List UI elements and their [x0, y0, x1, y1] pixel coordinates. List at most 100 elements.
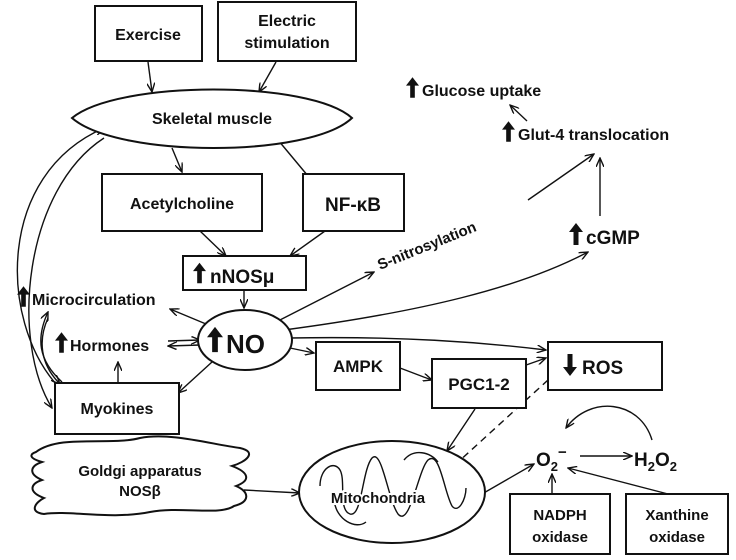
arrow-glut4-to-glucose — [510, 105, 528, 122]
skeletal-muscle-label: Skeletal muscle — [152, 111, 272, 128]
nnos-label: nNOSμ — [210, 267, 274, 288]
electric-stimulation-box — [217, 1, 357, 62]
arrow-s-nitrosylation-to-glut4 — [527, 154, 594, 201]
glucose-uptake-label: Glucose uptake — [422, 83, 541, 100]
microcirculation-label: Microcirculation — [32, 292, 156, 309]
ampk-label: AMPK — [333, 357, 384, 376]
node-h2o2: H2O2 — [634, 450, 677, 474]
node-ros: ROS — [547, 341, 663, 391]
arrow-golgi-to-mitochondria — [243, 490, 300, 493]
xanthine-oxidase-box — [625, 493, 729, 555]
h2o2-sub-2: 2 — [670, 459, 677, 474]
exercise-label: Exercise — [115, 27, 181, 44]
arrow-ampk-to-pgc — [399, 367, 432, 380]
arrow-h2o2-loop-to-o2 — [566, 405, 653, 441]
h2o2-o: O — [655, 450, 670, 471]
acetylcholine-label: Acetylcholine — [130, 196, 234, 213]
node-ampk: AMPK — [315, 341, 401, 391]
node-glut4: Glut-4 translocation — [502, 121, 669, 144]
node-electric-stimulation: Electric stimulation — [217, 1, 357, 62]
arrow-exercise-to-muscle — [148, 61, 152, 92]
node-xanthine-oxidase: Xanthine oxidase — [625, 493, 729, 555]
node-no: NO — [197, 309, 293, 371]
electric-label-line1: Electric — [258, 13, 316, 30]
arrow-myokines-to-microcirculation — [40, 312, 63, 383]
node-microcirculation: Microcirculation — [17, 286, 156, 309]
node-nnos: nNOSμ — [182, 255, 307, 291]
mitochondria-cristae — [319, 456, 467, 517]
dashed-ros-mitochondria — [455, 379, 549, 465]
acetylcholine-box — [101, 173, 263, 232]
arrow-muscle-to-myokines — [28, 137, 105, 408]
skeletal-muscle-shape — [70, 88, 354, 149]
xanthine-label-line1: Xanthine — [645, 507, 708, 524]
arrow-acetylcholine-to-nnos — [199, 230, 226, 256]
up-arrow-icon — [55, 332, 68, 353]
cgmp-label: cGMP — [586, 228, 640, 249]
arrow-no-to-ros — [289, 336, 546, 350]
pgc-label: PGC1-2 — [448, 375, 509, 394]
h2o2-label: H2O2 — [634, 450, 677, 474]
arrow-microcirculation-to-myokines — [41, 317, 60, 384]
node-nfkb: NF-κB — [302, 173, 405, 232]
nfkb-label: NF-κB — [325, 195, 381, 216]
arrow-muscle-to-acetylcholine — [171, 147, 182, 172]
arrow-no-to-microcirculation — [170, 309, 207, 325]
arrow-nfkb-to-nnos — [290, 230, 326, 256]
no-ellipse — [197, 309, 293, 371]
hormones-label: Hormones — [70, 338, 149, 355]
o2-superscript: − — [558, 444, 567, 461]
connectors — [16, 61, 669, 495]
arrow-no-to-hormones — [168, 345, 201, 346]
up-arrow-icon — [502, 121, 515, 142]
mitochondria-label: Mitochondria — [331, 490, 426, 507]
myokines-box — [54, 382, 180, 435]
up-arrow-icon — [569, 223, 583, 245]
node-exercise: Exercise — [94, 5, 203, 62]
arrow-no-to-cgmp — [283, 252, 588, 331]
arrow-pgc-to-mitochondria — [447, 408, 476, 451]
o2-symbol: O — [536, 450, 551, 471]
node-acetylcholine: Acetylcholine — [101, 173, 263, 232]
ros-box — [547, 341, 663, 391]
node-pgc: PGC1-2 — [431, 358, 527, 409]
nadph-label-line2: oxidase — [532, 529, 588, 546]
o2-subscript: 2 — [551, 459, 558, 474]
nadph-oxidase-box — [509, 493, 611, 555]
node-myokines: Myokines — [54, 382, 180, 435]
exercise-box — [94, 5, 203, 62]
electric-label-line2: stimulation — [244, 35, 329, 52]
arrow-no-to-ampk — [289, 348, 314, 353]
nadph-label-line1: NADPH — [533, 507, 586, 524]
ros-label: ROS — [582, 358, 623, 379]
arrow-no-to-myokines — [178, 361, 213, 393]
node-o2: O2− — [536, 444, 567, 474]
golgi-label-line1: Goldgi apparatus — [78, 463, 201, 480]
nfkb-box — [302, 173, 405, 232]
node-golgi: Goldgi apparatus NOSβ — [30, 435, 251, 517]
ampk-box — [315, 341, 401, 391]
mitochondria-cristae-inner — [333, 452, 439, 526]
up-arrow-icon — [406, 77, 419, 98]
node-hormones: Hormones — [55, 332, 149, 355]
h2o2-sub-1: 2 — [648, 459, 655, 474]
node-mitochondria: Mitochondria — [298, 440, 486, 544]
arrow-mitochondria-to-o2 — [481, 464, 534, 495]
node-cgmp: cGMP — [569, 223, 640, 249]
golgi-apparatus-shape — [30, 435, 251, 517]
glut4-label: Glut-4 translocation — [518, 127, 669, 144]
arrow-xanthine-to-o2 — [568, 468, 669, 495]
h2o2-h: H — [634, 450, 648, 471]
no-label: NO — [226, 329, 265, 359]
golgi-label-line2: NOSβ — [119, 483, 161, 500]
node-nadph-oxidase: NADPH oxidase — [509, 493, 611, 555]
arrow-electric-to-muscle — [259, 61, 277, 92]
arrow-myokines-to-muscle — [16, 128, 104, 385]
node-skeletal-muscle: Skeletal muscle — [70, 88, 354, 149]
o2-label: O2− — [536, 444, 567, 474]
pgc-box — [431, 358, 527, 409]
xanthine-label-line2: oxidase — [649, 529, 705, 546]
node-glucose-uptake: Glucose uptake — [406, 77, 541, 100]
arrow-hormones-to-no — [167, 340, 200, 341]
